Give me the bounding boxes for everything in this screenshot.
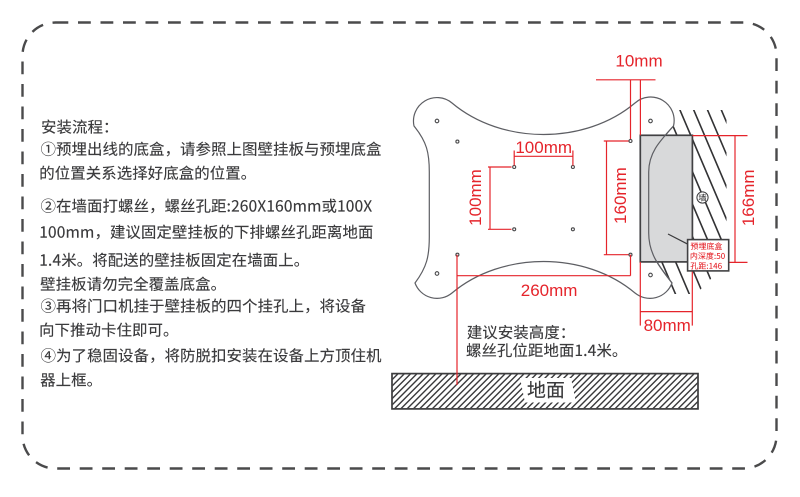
svg-text:10mm: 10mm (615, 52, 662, 71)
svg-text:100mm: 100mm (466, 169, 485, 226)
svg-text:166mm: 166mm (739, 169, 758, 226)
svg-text:100mm: 100mm (515, 138, 572, 157)
svg-text:260mm: 260mm (521, 281, 578, 300)
svg-text:160mm: 160mm (611, 167, 630, 224)
svg-text:80mm: 80mm (644, 316, 691, 335)
